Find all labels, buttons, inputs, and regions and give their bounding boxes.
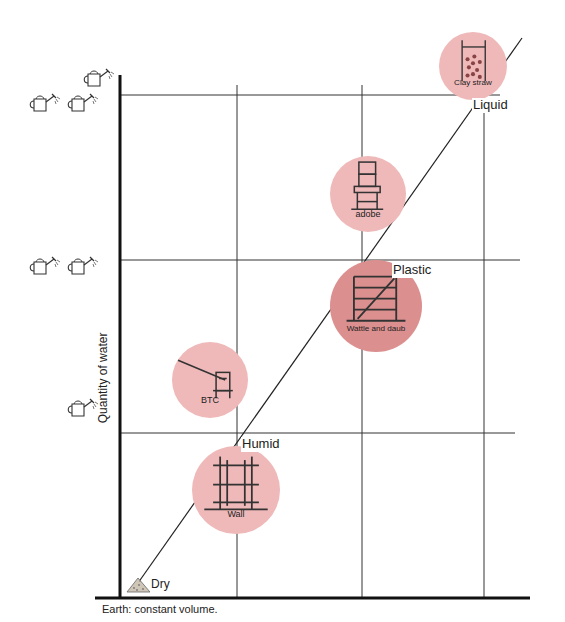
state-label: Plastic bbox=[392, 263, 432, 278]
state-label: Liquid bbox=[472, 98, 509, 113]
method-name: Clay straw bbox=[454, 79, 492, 88]
diagonal-line bbox=[138, 38, 522, 583]
x-axis bbox=[95, 597, 530, 600]
method-name: Wall bbox=[227, 510, 244, 520]
method-sketch bbox=[439, 32, 507, 100]
y-axis bbox=[119, 75, 122, 599]
axis-title: Quantity of water bbox=[97, 332, 111, 425]
grid-lines bbox=[120, 40, 520, 598]
method-sketch bbox=[192, 446, 280, 534]
earth-pile bbox=[127, 578, 150, 592]
method-sketch bbox=[330, 156, 406, 232]
state-label: Dry bbox=[150, 578, 171, 592]
method-name: Wattle and daub bbox=[347, 325, 406, 334]
state-label: Humid bbox=[241, 437, 281, 452]
method-circle: BTC bbox=[172, 342, 248, 418]
method-circle: Wall bbox=[192, 446, 280, 534]
method-circle: Clay straw bbox=[439, 32, 507, 100]
method-sketch bbox=[172, 342, 248, 418]
axis-note: Earth: constant volume. bbox=[101, 603, 219, 616]
method-name: BTC bbox=[201, 396, 219, 406]
method-circle: adobe bbox=[330, 156, 406, 232]
method-name: adobe bbox=[355, 210, 380, 220]
